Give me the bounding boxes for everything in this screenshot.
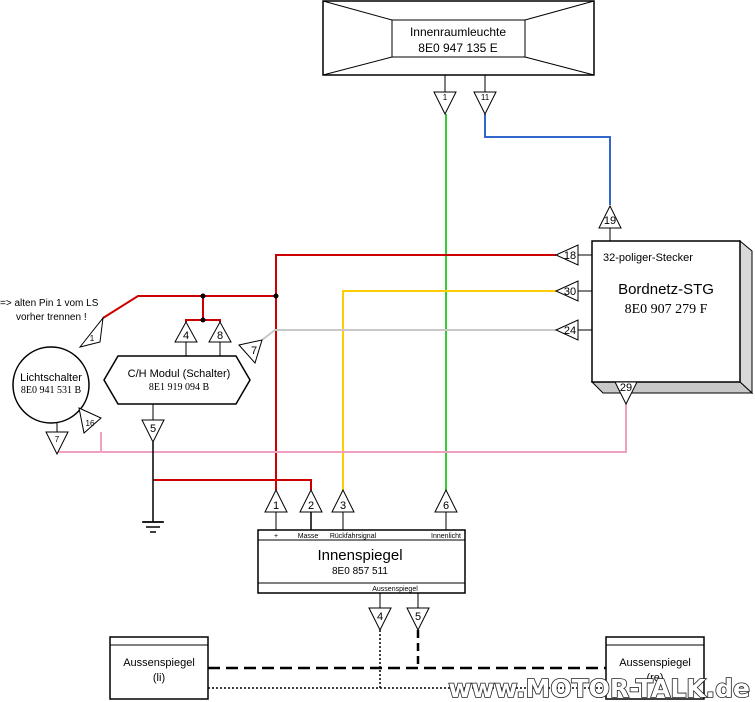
ch-modul-part: 8E1 919 094 B [149,382,210,393]
pin-connector [78,407,102,434]
innenraumleuchte: Innenraumleuchte 8E0 947 135 E 1 11 [322,0,595,116]
red-wire-ch-modul [185,296,204,322]
pin-connector [299,488,323,513]
pin-number: 18 [564,250,576,262]
ch-modul: C/H Modul (Schalter) 8E1 919 094 B 4 8 7… [103,320,263,444]
watermark: www.MOTOR-TALK.de [448,674,750,702]
lichtschalter: Lichtschalter 8E0 941 531 B 1 7 16 [12,316,104,456]
bordnetz-connector: 32-poliger-Stecker [603,252,693,264]
innenraumleuchte-name: Innenraumleuchte [410,25,506,39]
bordnetz-shadow-right [739,239,753,395]
pin-number: 16 [86,419,95,428]
lichtschalter-part: 8E0 941 531 B [21,385,82,396]
pin-connector [614,381,638,406]
red-wire-masse [153,479,312,490]
blue-wire [484,114,611,205]
innenraumleuchte-label-box [391,19,526,58]
pin-connector [368,607,392,632]
pink-wire [57,404,627,453]
terminal-innenlicht: Innenlicht [431,533,461,540]
pin-connector [78,316,104,348]
aussenspiegel-li-name: Aussenspiegel [123,657,195,669]
wires [57,114,627,490]
pin-number: 19 [604,215,616,227]
bordnetz-part: 8E0 907 279 F [625,302,708,317]
innenspiegel-name: Innenspiegel [317,547,402,564]
pin-connector [406,607,430,632]
bordnetz-name: Bordnetz-STG [618,281,714,298]
red-wire-ch-modul-2 [203,319,221,322]
pin-connector [238,339,263,364]
pin-number: 24 [564,325,576,337]
innenspiegel: + Masse Rückfahrsignal Innenlicht Innens… [257,488,466,632]
lamp-diagonal [524,0,595,21]
pin-number: 2 [308,500,314,512]
pin-number: 11 [481,93,490,102]
pin-number: 8 [217,330,223,342]
lamp-diagonal [322,0,393,21]
lichtschalter-circle [12,346,90,424]
pin-number: 30 [564,286,576,298]
bordnetz-box [591,240,741,383]
aussenspiegel-re-box [605,636,705,700]
ch-modul-name: C/H Modul (Schalter) [128,368,231,380]
terminal-masse: Masse [298,533,319,540]
pin-number: 6 [443,500,449,512]
pin-number: 5 [150,423,156,435]
aussenspiegel-re-name: Aussenspiegel [619,657,691,669]
pin-number: 5 [415,611,421,623]
ch-modul-box [103,355,251,405]
junction-dot [200,293,206,299]
aussenspiegel-li-side: (li) [153,672,165,684]
note-line-1: => alten Pin 1 vom LS [0,298,99,309]
lichtschalter-name: Lichtschalter [20,372,82,384]
innenraumleuchte-part: 8E0 947 135 E [418,41,497,55]
aussenspiegel-re-side: (re) [646,672,663,684]
ground-wiring [142,442,312,533]
junction-dot [200,317,206,323]
pin-number: 7 [55,435,60,444]
pin-number: 7 [251,345,257,357]
terminal-plus: + [274,533,278,540]
aussenspiegel-dotted-wire [208,630,381,689]
pin-number: 4 [183,330,189,342]
grey-wire [261,329,556,341]
terminal-rueckfahrsignal: Rückfahrsignal [330,533,377,540]
aussenspiegel-wiring [208,630,606,689]
pin-number: 1 [443,93,448,102]
pin-number: 29 [620,382,632,394]
pin-number: 3 [340,500,346,512]
junction-dot [273,293,279,299]
innenspiegel-bottom-label: Aussenspiegel [372,586,418,593]
junctions [200,293,279,323]
note-line-2: vorher trennen ! [16,312,87,323]
red-wire-main [275,254,556,490]
lamp-diagonal [524,56,595,76]
yellow-wire [342,290,556,490]
pin-number: 1 [90,334,95,343]
lamp-diagonal [322,56,393,76]
aussenspiegel-li-box [109,636,209,700]
aussenspiegel-li: Aussenspiegel (li) [109,636,209,700]
bordnetz-stg: 32-poliger-Stecker Bordnetz-STG 8E0 907 … [554,204,754,406]
pin-number: 1 [273,500,279,512]
pin-number: 4 [377,611,383,623]
innenspiegel-part: 8E0 857 511 [332,566,388,577]
red-wire-lichtschalter [102,295,276,319]
aussenspiegel-re: Aussenspiegel (re) [605,636,705,700]
